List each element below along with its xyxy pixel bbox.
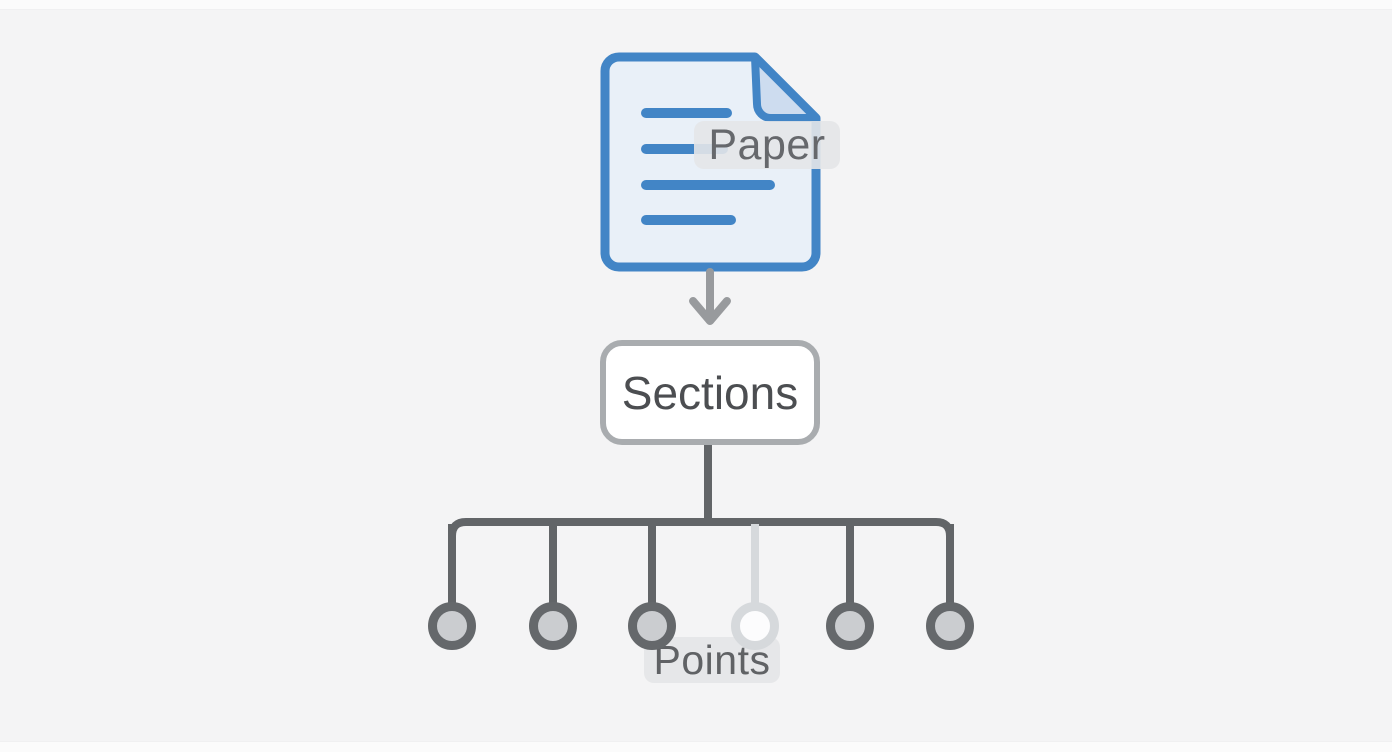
points-group [428,524,974,650]
point-node[interactable] [826,602,874,650]
point-node[interactable] [428,602,476,650]
sections-node-box[interactable]: Sections [600,340,820,445]
point-node[interactable] [628,602,676,650]
paper-label-chip: Paper [694,121,840,169]
down-arrow-icon [689,268,731,325]
connector-tree [428,444,974,650]
branch-bar [448,518,954,606]
sections-label: Sections [621,366,799,419]
paper-label: Paper [708,121,826,169]
document-fold-corner [751,53,820,122]
top-edge-strip [0,0,1392,10]
point-node[interactable] [529,602,577,650]
point-node[interactable] [926,602,974,650]
bottom-edge-strip [0,741,1392,752]
points-label-chip: Points [644,637,780,683]
point-node-highlighted[interactable] [731,602,779,650]
